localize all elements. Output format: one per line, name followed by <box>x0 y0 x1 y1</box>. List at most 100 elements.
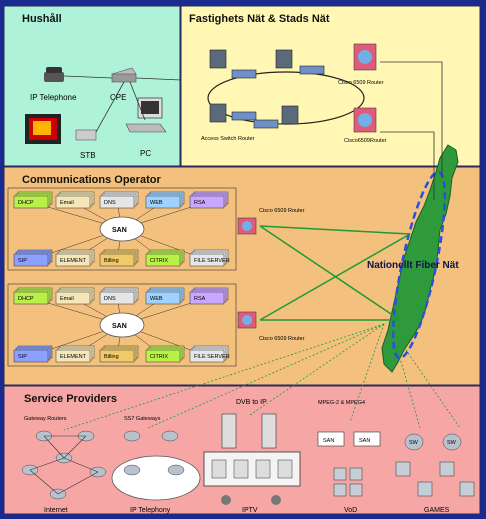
operator-router-top-label: Cisco 6509 Router <box>259 208 305 214</box>
service-label: Billing <box>104 258 119 264</box>
service-block <box>55 349 91 363</box>
operator-router-top-icon <box>237 217 257 235</box>
service-label: WEB <box>150 296 163 302</box>
internet-label: Internet <box>44 507 68 514</box>
cisco-router-bottom-label: Cisco6509Router <box>344 138 387 144</box>
property-uplinks <box>380 61 443 200</box>
providers-title: Service Providers <box>24 393 117 405</box>
service-block <box>13 195 49 209</box>
service-dotted-links <box>63 323 461 431</box>
service-label: Billing <box>104 354 119 360</box>
service-block <box>13 291 49 305</box>
service-block <box>55 291 91 305</box>
pc-icon <box>125 97 167 133</box>
gateway-links <box>29 435 99 495</box>
access-switch-label: Access Switch Router <box>201 136 255 142</box>
household-title: Hushåll <box>22 13 62 25</box>
service-block <box>55 253 91 267</box>
operator-cluster-frame <box>7 187 237 271</box>
service-label: DHCP <box>18 296 34 302</box>
service-block <box>55 195 91 209</box>
service-label: WEB <box>150 200 163 206</box>
games-sw-right-label: SW <box>447 440 457 446</box>
service-label: FILE SERVER <box>194 354 230 360</box>
service-block <box>13 349 49 363</box>
san-label: SAN <box>112 227 127 234</box>
san-cloud <box>99 312 145 338</box>
operator-service-blocks: SANDHCPSIPEmailELEMENTDNSBillingWEBCITRI… <box>7 187 237 367</box>
service-block <box>189 349 225 363</box>
switch-icons <box>231 65 325 129</box>
cisco-router-top-label: Cisco 6509 Router <box>338 80 384 86</box>
service-label: SIP <box>18 258 27 264</box>
service-label: CITRIX <box>150 354 168 360</box>
operator-router-bottom-label-line: Cisco 6509 Router <box>259 336 305 342</box>
service-label: DHCP <box>18 200 34 206</box>
service-label: ELEMENT <box>60 258 87 264</box>
cpe-label: CPE <box>110 93 126 102</box>
service-label: FILE SERVER <box>194 258 230 264</box>
ip-telephony-cloud <box>111 455 201 501</box>
stb-label: STB <box>80 151 96 160</box>
service-block <box>99 253 135 267</box>
service-label: Email <box>60 296 74 302</box>
service-label: ELEMENT <box>60 354 87 360</box>
dvb-encoder-rack <box>203 451 301 487</box>
service-label: CITRIX <box>150 258 168 264</box>
dvb-to-ip-label: DVB to IP <box>236 399 267 406</box>
ip-telephone-icon <box>44 67 64 82</box>
operator-router-bottom-label: Cisco 6509 Router <box>259 336 305 342</box>
cisco-router-top-icon <box>353 43 377 71</box>
property-net-panel <box>180 5 481 167</box>
games-server-icons <box>395 461 475 497</box>
tv-icon <box>25 114 61 144</box>
fiber-map-shape <box>381 144 459 373</box>
operator-cluster-frame <box>7 283 237 367</box>
service-block <box>145 349 181 363</box>
service-label: DNS <box>104 200 116 206</box>
property-net-title: Fastighets Nät & Stads Nät <box>189 13 330 25</box>
service-block <box>13 253 49 267</box>
service-block <box>145 291 181 305</box>
san-label: SAN <box>112 323 127 330</box>
pc-label: PC <box>140 149 151 158</box>
fiber-ring <box>391 170 447 360</box>
ip-telephony-label: IP Telephony <box>130 507 171 514</box>
household-links <box>63 75 182 133</box>
service-label: Email <box>60 200 74 206</box>
vod-san-right-label: SAN <box>359 438 370 444</box>
operator-router-top-label-line: Cisco 6509 Router <box>259 208 305 214</box>
service-label: RSA <box>194 200 206 206</box>
vod-server-icons <box>333 467 363 497</box>
service-block <box>99 195 135 209</box>
service-label: SIP <box>18 354 27 360</box>
vod-san-left-label: SAN <box>323 438 334 444</box>
dvb-tower-icons <box>221 413 277 449</box>
cisco-router-bottom-icon <box>353 107 377 133</box>
mpeg-label: MPEG-2 & MPEG4 <box>318 400 365 406</box>
providers-panel <box>3 385 481 515</box>
vod-label: VoD <box>344 507 357 514</box>
games-label: GAMES <box>424 507 450 514</box>
service-block <box>145 195 181 209</box>
service-block <box>189 253 225 267</box>
satellite-dish-icons <box>221 495 281 505</box>
stb-icon <box>75 129 97 141</box>
ss7-gateway-icons <box>123 430 185 476</box>
service-block <box>99 291 135 305</box>
operator-router-bottom-icon <box>237 311 257 329</box>
service-label: DNS <box>104 296 116 302</box>
operator-green-links <box>259 225 411 321</box>
ss7-gateways-label: SS7 Gateways <box>124 416 161 422</box>
service-block <box>189 195 225 209</box>
iptv-label: IPTV <box>242 507 258 514</box>
games-sw-icons <box>404 433 462 451</box>
service-block <box>189 291 225 305</box>
operator-title: Communications Operator <box>22 174 161 186</box>
fiber-label: Nationellt Fiber Nät <box>367 260 459 271</box>
vod-san-icons <box>317 431 381 447</box>
service-block <box>145 253 181 267</box>
san-cloud <box>99 216 145 242</box>
